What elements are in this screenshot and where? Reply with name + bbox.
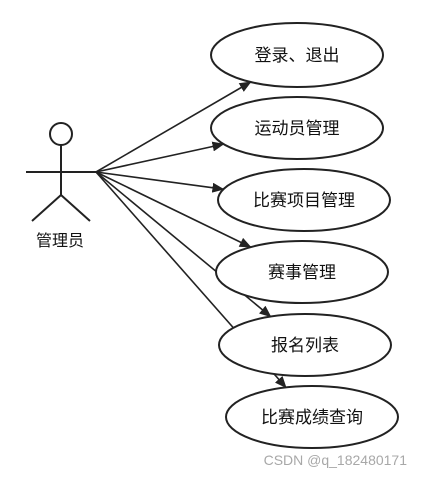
use-case-ellipse bbox=[217, 168, 391, 232]
association-arrow bbox=[95, 141, 225, 173]
actor-left-leg bbox=[31, 194, 62, 222]
use-case-ellipse bbox=[225, 385, 399, 449]
use-case-ellipse bbox=[218, 313, 392, 377]
association-arrow bbox=[95, 171, 225, 193]
use-case: 登录、退出 bbox=[210, 22, 384, 88]
actor: 管理员 bbox=[26, 122, 96, 250]
watermark: CSDN @q_182480171 bbox=[263, 452, 407, 468]
use-case: 比赛项目管理 bbox=[217, 168, 391, 232]
use-case-label: 赛事管理 bbox=[268, 262, 336, 283]
association-arrow bbox=[95, 81, 252, 173]
use-case-ellipse bbox=[215, 240, 389, 304]
use-case: 赛事管理 bbox=[215, 240, 389, 304]
use-case: 比赛成绩查询 bbox=[225, 385, 399, 449]
use-case-ellipse bbox=[210, 22, 384, 88]
use-case: 运动员管理 bbox=[210, 96, 384, 160]
actor-label: 管理员 bbox=[36, 231, 84, 250]
use-case-label: 比赛成绩查询 bbox=[261, 407, 363, 428]
use-case-label: 报名列表 bbox=[271, 336, 339, 356]
actor-head bbox=[49, 122, 73, 146]
actor-right-leg bbox=[60, 194, 91, 222]
use-case-label: 运动员管理 bbox=[255, 119, 340, 139]
use-case: 报名列表 bbox=[218, 313, 392, 377]
use-case-label: 登录、退出 bbox=[255, 46, 340, 66]
use-case-ellipse bbox=[210, 96, 384, 160]
use-case-label: 比赛项目管理 bbox=[253, 190, 355, 211]
association-arrow bbox=[95, 171, 252, 248]
